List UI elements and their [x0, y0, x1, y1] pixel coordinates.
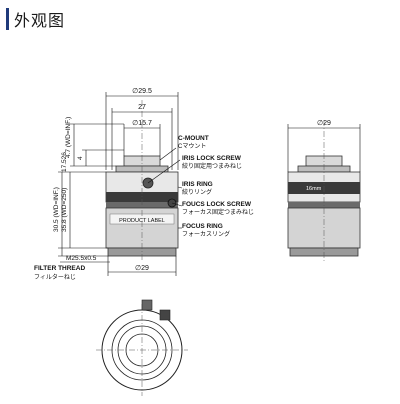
dimension-29-side: ∅29 [317, 120, 331, 127]
page-title: 外观图 [14, 11, 66, 30]
callout-leaders [147, 147, 183, 229]
bottom-view-lens [96, 299, 188, 396]
filter-thread-label-jp: フィルターねじ [34, 273, 76, 281]
dimension-15-7: ∅15.7 [132, 120, 152, 127]
bottom-dimension-lines [60, 256, 177, 276]
callout-focus-lock-screw-jp: フォーカス固定つまみねじ [182, 208, 254, 216]
filter-thread-label: FILTER THREAD [34, 265, 85, 272]
header-accent-bar [6, 8, 9, 30]
top-dimension-lines [105, 92, 179, 170]
left-dimension-lines [58, 123, 124, 257]
callout-iris-ring-jp: 絞りリング [182, 188, 212, 196]
dimension-35-8-wd-250: 35.8 (WD=250) [61, 188, 68, 232]
callout-iris-lock-screw-jp: 絞り固定用つまみねじ [182, 162, 242, 170]
dimension-30-5-wd-inf: 30.5 (WD=INF.) [53, 187, 60, 232]
side-dimension-lines [287, 124, 361, 172]
dimension-27: 27 [138, 104, 146, 111]
side-view-focal-label: 16mm [306, 186, 322, 192]
side-view-lens [287, 120, 361, 262]
callout-focus-ring-jp: フォーカスリング [182, 230, 230, 238]
front-view-lens [105, 100, 179, 262]
dimension-29-5: ∅29.5 [132, 88, 152, 95]
dimension-29-bottom: ∅29 [135, 265, 149, 272]
callout-focus-lock-screw: FOUCS LOCK SCREW [182, 201, 252, 208]
callout-focus-ring: FOCUS RING [182, 223, 223, 230]
dimension-4-7-wd-inf: 4.7 (WD=INF.) [65, 117, 72, 158]
product-label-text: PRODUCT LABEL [119, 218, 165, 224]
thread-dimension: M25.5x0.5 [66, 255, 97, 262]
callout-c-mount: C-MOUNT [178, 135, 209, 142]
dimension-4: 4 [77, 156, 84, 160]
dimension-17-526: 17.526 [61, 152, 68, 172]
callout-c-mount-jp: Cマウント [178, 142, 206, 150]
callout-iris-ring: IRIS RING [182, 181, 213, 188]
callout-iris-lock-screw: IRIS LOCK SCREW [182, 155, 242, 162]
